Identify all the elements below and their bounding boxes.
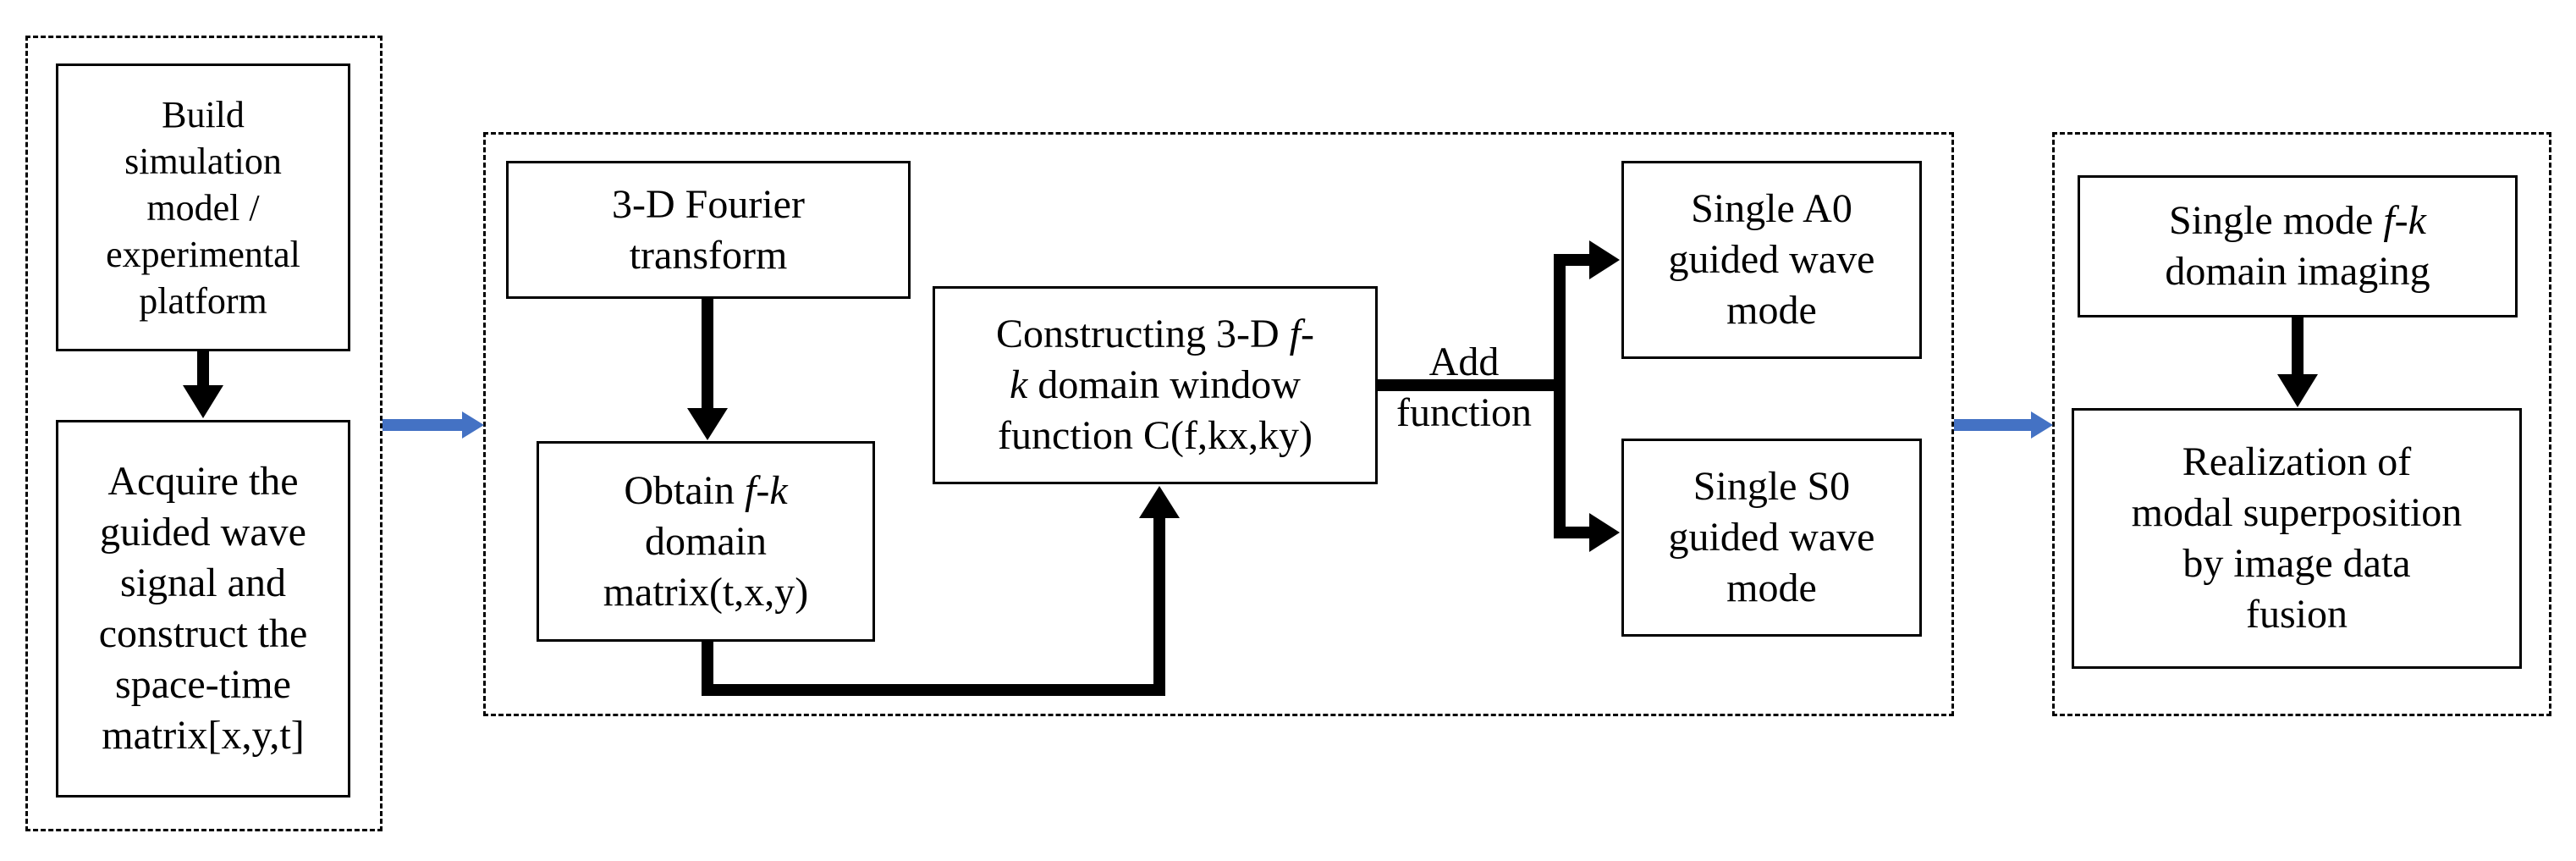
acquire-signal-box: Acquire the guided wave signal and const…: [56, 420, 350, 798]
obtain-fk-matrix-label: Obtain f-k domain matrix(t,x,y): [603, 466, 809, 618]
window-function-box: Constructing 3-D f-k domain window funct…: [933, 286, 1378, 484]
image-fusion-box: Realization of modal superposition by im…: [2072, 408, 2522, 669]
build-model-label: Build simulation model / experimental pl…: [106, 93, 300, 322]
fourier-transform-label: 3-D Fourier transform: [612, 181, 805, 278]
arrowhead-split-to-s0: [1589, 513, 1620, 552]
construct-f-italic-text: f-: [1289, 312, 1314, 356]
flow-arrowhead-stage2-to-stage3: [2031, 411, 2053, 439]
stage1-group: [25, 36, 383, 831]
fk-imaging-box: Single mode f-k domain imaging: [2078, 175, 2518, 317]
arrow-obtain-to-window: [702, 518, 1165, 696]
single-s0-label: Single S0 guided wave mode: [1668, 464, 1875, 610]
stage2-group: [483, 132, 1954, 716]
single-a0-label: Single A0 guided wave mode: [1668, 186, 1875, 333]
arrowhead-build-to-acquire: [183, 385, 223, 418]
construct-prefix-text: Constructing 3-D: [996, 312, 1290, 356]
construct-rest-text: domain window function C(f,kx,ky): [998, 362, 1313, 458]
single-s0-box: Single S0 guided wave mode: [1621, 439, 1922, 637]
acquire-signal-label: Acquire the guided wave signal and const…: [98, 459, 308, 758]
obtain-fk-italic-text: f-k: [745, 467, 788, 513]
arrowhead-obtain-to-window: [1139, 486, 1180, 518]
add-function-label: Add function: [1396, 339, 1532, 435]
stage3-group: [2052, 132, 2551, 716]
arrowhead-split-to-a0: [1589, 240, 1620, 279]
obtain-prefix-text: Obtain: [624, 467, 745, 513]
image-fusion-label: Realization of modal superposition by im…: [2131, 439, 2463, 637]
window-function-label: Constructing 3-D f-k domain window funct…: [996, 309, 1314, 461]
obtain-fk-matrix-box: Obtain f-k domain matrix(t,x,y): [537, 441, 875, 642]
arrowhead-imaging-to-fusion: [2277, 374, 2318, 407]
fk-imaging-label: Single mode f-k domain imaging: [2165, 196, 2430, 297]
single-a0-box: Single A0 guided wave mode: [1621, 161, 1922, 359]
imaging-fk-italic-text: f-k: [2383, 198, 2426, 243]
imaging-rest-text: domain imaging: [2165, 249, 2430, 294]
construct-k-italic-text: k: [1010, 362, 1028, 407]
arrowhead-fourier-to-obtain: [687, 408, 728, 440]
build-model-box: Build simulation model / experimental pl…: [56, 63, 350, 351]
obtain-rest-text: domain matrix(t,x,y): [603, 518, 809, 615]
flow-arrowhead-stage1-to-stage2: [462, 411, 484, 439]
imaging-prefix-text: Single mode: [2169, 198, 2384, 243]
fourier-transform-box: 3-D Fourier transform: [506, 161, 911, 299]
